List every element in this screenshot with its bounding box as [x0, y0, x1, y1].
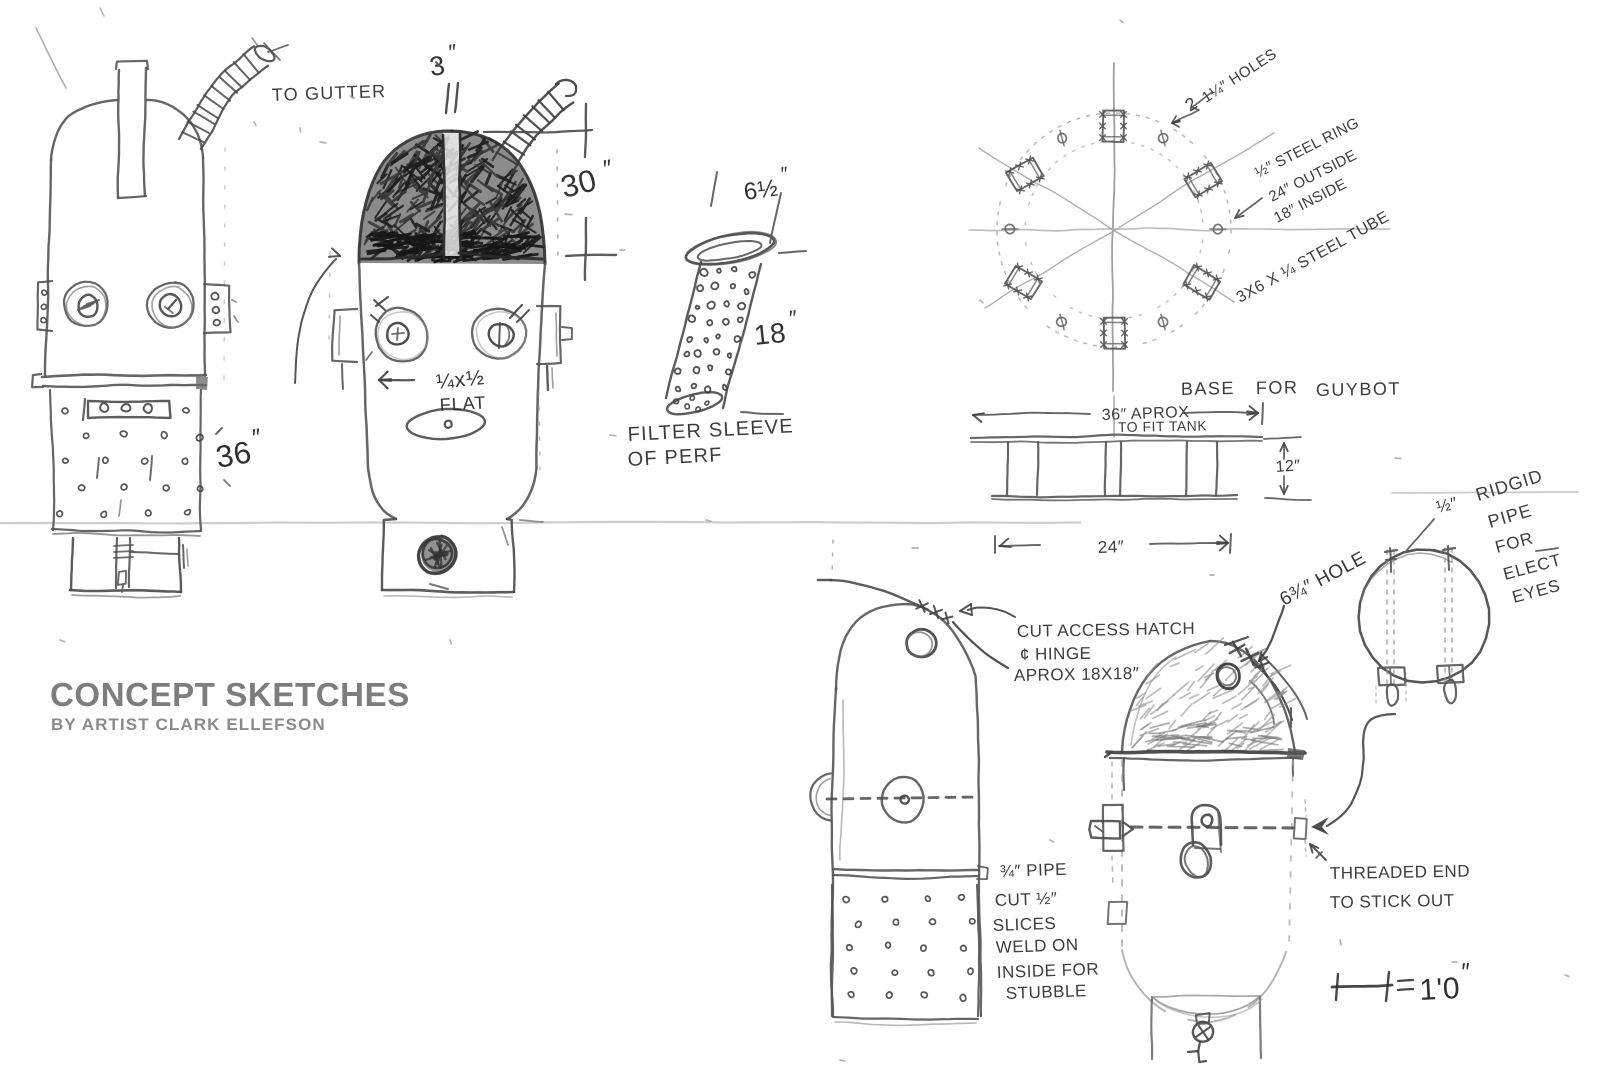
svg-text:¾″ PIPE: ¾″ PIPE — [999, 860, 1067, 881]
svg-text:FOR: FOR — [1493, 528, 1535, 556]
svg-text:12″: 12″ — [1275, 457, 1301, 476]
svg-text:PIPE: PIPE — [1486, 500, 1535, 532]
svg-text:BASE: BASE — [1181, 378, 1235, 399]
svg-text:36″ APROX: 36″ APROX — [1102, 404, 1190, 424]
svg-text:″: ″ — [1461, 959, 1471, 986]
svg-text:36: 36 — [213, 434, 254, 475]
svg-text:FILTER SLEEVE: FILTER SLEEVE — [627, 415, 794, 446]
svg-text:″: ″ — [780, 163, 791, 186]
svg-text:WELD ON: WELD ON — [995, 935, 1078, 957]
svg-text:¢ HINGE: ¢ HINGE — [1020, 644, 1092, 664]
svg-text:6¾″ HOLE: 6¾″ HOLE — [1276, 548, 1369, 611]
svg-text:OF PERF: OF PERF — [627, 444, 723, 471]
svg-text:FOR: FOR — [1256, 377, 1299, 398]
svg-text:1¼″ HOLES: 1¼″ HOLES — [1199, 45, 1280, 106]
svg-text:″: ″ — [250, 424, 264, 452]
svg-text:24″: 24″ — [1097, 537, 1124, 557]
svg-text:2: 2 — [1181, 93, 1201, 116]
svg-text:″: ″ — [447, 39, 459, 65]
svg-text:TO FIT TANK: TO FIT TANK — [1118, 417, 1208, 435]
svg-text:″: ″ — [601, 155, 615, 183]
svg-text:¼x½: ¼x½ — [435, 366, 486, 394]
svg-text:APROX 18X18″: APROX 18X18″ — [1014, 664, 1140, 685]
svg-text:3: 3 — [428, 50, 448, 82]
svg-text:STUBBLE: STUBBLE — [1005, 981, 1087, 1003]
svg-text:CUT ½″: CUT ½″ — [994, 889, 1057, 910]
svg-text:1'0: 1'0 — [1419, 972, 1461, 1007]
svg-text:RIDGID: RIDGID — [1473, 466, 1545, 505]
svg-text:3X6 X ¼ STEEL TUBE: 3X6 X ¼ STEEL TUBE — [1234, 208, 1392, 306]
svg-text:GUYBOT: GUYBOT — [1316, 379, 1401, 400]
svg-text:FLAT: FLAT — [439, 393, 487, 415]
svg-text:TO GUTTER: TO GUTTER — [271, 81, 386, 105]
svg-text:18: 18 — [752, 317, 787, 351]
svg-text:BY ARTIST CLARK ELLEFSON: BY ARTIST CLARK ELLEFSON — [51, 715, 326, 734]
svg-text:6½: 6½ — [742, 174, 780, 206]
svg-text:″: ″ — [788, 305, 799, 331]
svg-text:TO STICK OUT: TO STICK OUT — [1330, 891, 1455, 912]
svg-text:SLICES: SLICES — [992, 914, 1056, 935]
svg-text:THREADED END: THREADED END — [1330, 862, 1470, 883]
svg-text:30: 30 — [557, 162, 600, 205]
svg-text:CONCEPT SKETCHES: CONCEPT SKETCHES — [50, 676, 410, 713]
svg-text:INSIDE FOR: INSIDE FOR — [996, 959, 1099, 982]
svg-text:CUT ACCESS HATCH: CUT ACCESS HATCH — [1017, 619, 1196, 641]
svg-text:½″: ½″ — [1434, 493, 1459, 517]
